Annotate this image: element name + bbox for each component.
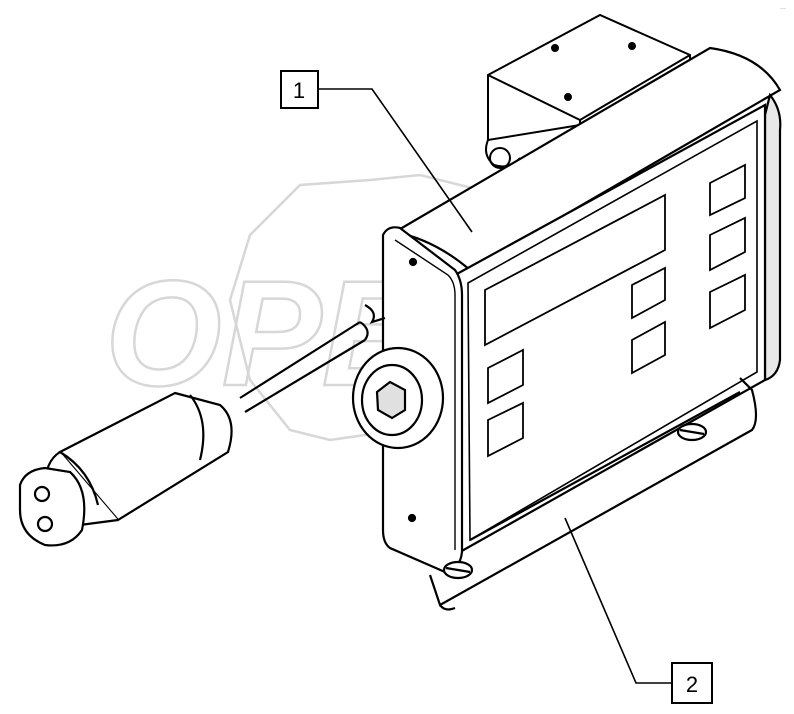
cable-plug — [18, 304, 386, 547]
corner-mark: ... — [780, 4, 786, 11]
display-unit — [381, 46, 782, 574]
callout-2-label: 2 — [686, 672, 698, 697]
callout-1-label: 1 — [293, 78, 305, 103]
callout-2: 2 — [671, 662, 713, 704]
connector-socket — [351, 346, 445, 450]
callout-leaders — [318, 88, 672, 684]
callout-1: 1 — [280, 70, 319, 109]
mounting-bracket — [428, 377, 758, 611]
button-cluster — [487, 163, 746, 458]
